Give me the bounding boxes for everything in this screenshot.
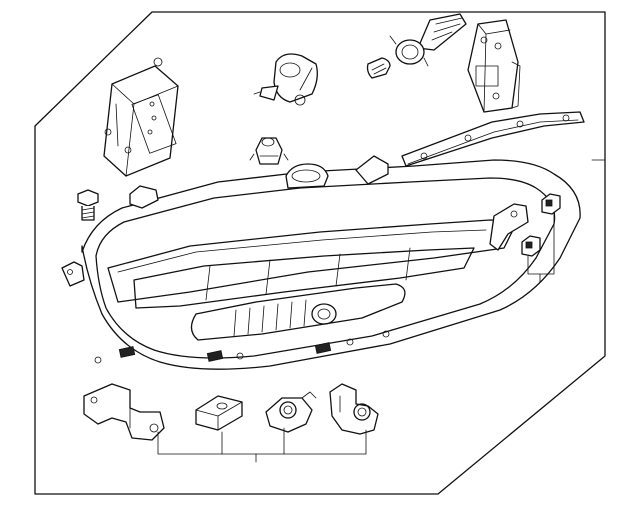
housing-bolt xyxy=(77,189,99,221)
repair-bracket-outer xyxy=(83,383,165,441)
leader-brackets xyxy=(157,427,367,463)
wedge-bulb xyxy=(366,57,391,79)
adjuster-grommet xyxy=(249,137,289,165)
repair-bracket-block xyxy=(195,395,243,431)
bulb-socket xyxy=(389,13,467,67)
leader-speed-nuts xyxy=(527,211,555,283)
ballast-module xyxy=(467,19,521,113)
repair-bracket-inner xyxy=(329,383,379,435)
speed-nut-lower xyxy=(521,235,541,257)
speed-nut-upper xyxy=(541,193,561,215)
repair-bracket-round xyxy=(265,391,317,433)
control-module xyxy=(103,57,179,177)
leveling-motor xyxy=(253,53,318,106)
headlamp-housing xyxy=(61,155,581,370)
mounting-strip xyxy=(401,111,585,167)
diagram-border xyxy=(34,11,606,495)
